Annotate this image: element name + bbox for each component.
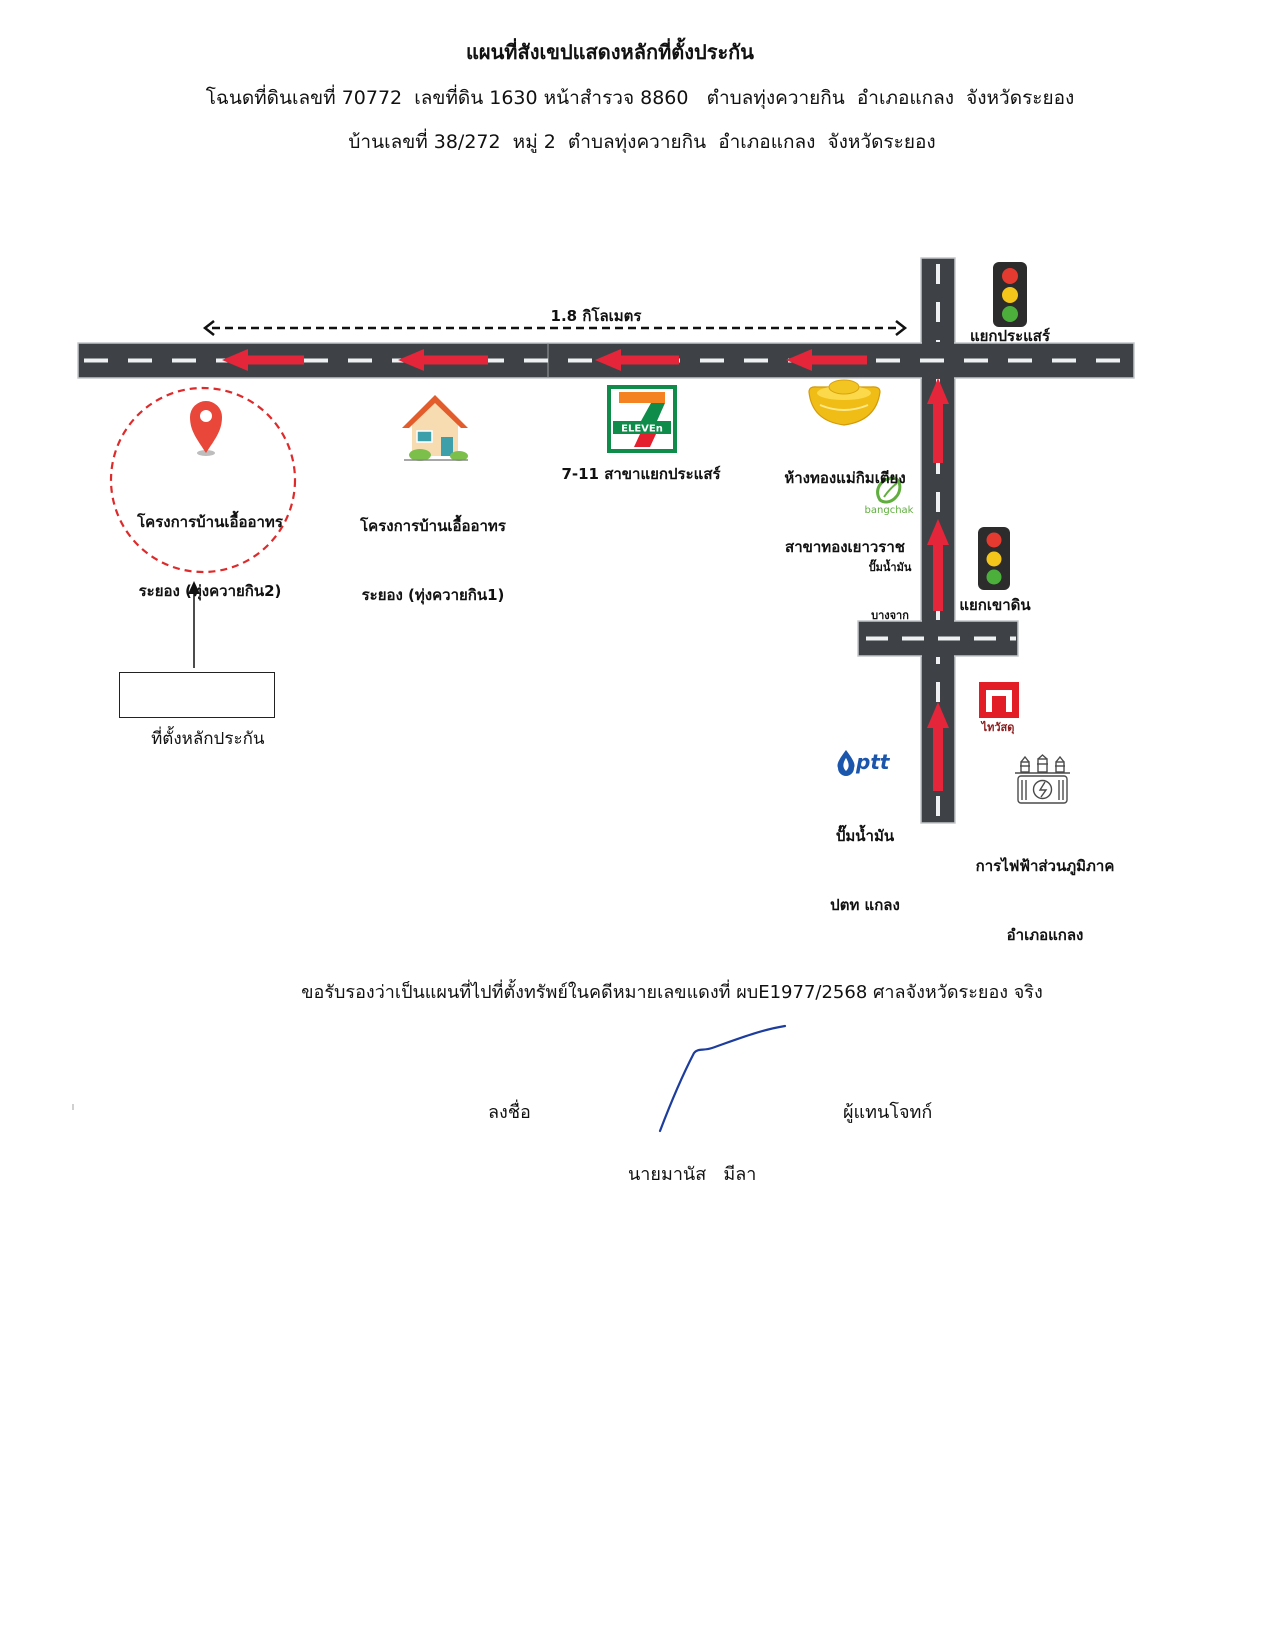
collateral-project-label-line2: ระยอง (ทุ่งควายกิน2): [138, 582, 282, 600]
green-light: [1002, 306, 1018, 322]
route-arrow-north: [927, 378, 949, 463]
seven-eleven-logo-text: ELEVEn: [621, 424, 663, 435]
signatory-role: ผู้แทนโจทก์: [843, 1102, 933, 1123]
bangchak-station-label-line2: บางจาก: [871, 609, 909, 622]
callout-pointer-arrow: [188, 581, 200, 668]
ptt-station-label: ปั๊มน้ำมัน ปตท แกลง: [830, 779, 900, 963]
red-light: [986, 532, 1002, 548]
certification-statement: ขอรับรองว่าเป็นแผนที่ไปที่ตั้งทรัพย์ในคด…: [301, 982, 1043, 1003]
dimension-arrowhead-right: [895, 320, 908, 336]
signature: [658, 1024, 787, 1133]
ptt-station-label-line1: ปั๊มน้ำมัน: [835, 827, 895, 845]
gold-ingot-icon: [808, 379, 881, 426]
thai-watsadu-logo: [979, 682, 1019, 718]
gold-shop-label-line2: สาขาทองเยาวราช: [785, 538, 905, 556]
pea-office-label: การไฟฟ้าส่วนภูมิภาค อำเภอแกลง: [976, 809, 1115, 993]
route-arrow-north: [927, 702, 949, 791]
traffic-light-icon: [978, 527, 1010, 590]
seven-eleven-logo: ELEVEn: [607, 385, 677, 453]
red-light: [1002, 268, 1018, 284]
sign-label: ลงชื่อ: [488, 1102, 531, 1123]
gold-shop-label-line1: ห้างทองแม่กิมเตียง: [784, 469, 906, 487]
dimension-arrowhead-left: [202, 320, 215, 336]
power-substation-icon: [1015, 754, 1070, 804]
gold-shop-label: ห้างทองแม่กิมเตียง สาขาทองเยาวราช: [784, 421, 905, 605]
yellow-light: [986, 551, 1002, 567]
location-pin-icon: [190, 401, 222, 456]
housing-project-1-label-line1: โครงการบ้านเอื้ออาทร: [360, 517, 506, 535]
map-title: แผนที่สังเขปแสดงหลักที่ตั้งประกัน: [466, 40, 754, 64]
thai-watsadu-label: ไทวัสดุ: [981, 721, 1015, 734]
housing-project-1-label-line2: ระยอง (ทุ่งควายกิน1): [361, 586, 505, 604]
traffic-light-icon: [993, 262, 1027, 327]
pea-office-label-line2: อำเภอแกลง: [1006, 926, 1084, 944]
green-light: [986, 569, 1002, 585]
collateral-location-box: ที่ตั้งหลักประกัน: [119, 672, 275, 749]
pea-office-label-line1: การไฟฟ้าส่วนภูมิภาค: [975, 857, 1115, 875]
khao-din-intersection-label: แยกเขาดิน: [959, 596, 1031, 614]
collateral-project-label-line1: โครงการบ้านเอื้ออาทร: [137, 513, 283, 531]
land-deed-line: โฉนดที่ดินเลขที่ 70772 เลขที่ดิน 1630 หน…: [205, 87, 1075, 109]
seven-eleven-label: 7-11 สาขาแยกประแสร์: [561, 465, 721, 483]
distance-dimension-line: [202, 320, 908, 336]
collateral-project-label: โครงการบ้านเอื้ออาทร ระยอง (ทุ่งควายกิน2…: [137, 465, 283, 649]
route-arrow-west: [595, 349, 679, 371]
distance-label: 1.8 กิโลเมตร: [550, 307, 642, 325]
route-arrow-west: [786, 349, 867, 371]
cross-road-khao-din: [857, 620, 1019, 657]
bangchak-station-label-line1: ปั๊มน้ำมัน: [868, 561, 912, 574]
signatory-name: นายมานัส มีลา: [628, 1164, 757, 1185]
ptt-logo: ptt: [837, 750, 891, 776]
route-arrow-west: [222, 349, 304, 371]
route-arrow-north: [927, 519, 949, 611]
prasae-intersection-label: แยกประแสร์: [969, 327, 1051, 345]
housing-project-1-label: โครงการบ้านเอื้ออาทร ระยอง (ทุ่งควายกิน1…: [360, 469, 506, 653]
house-icon: [402, 395, 468, 461]
route-arrow-west: [398, 349, 488, 371]
bangchak-station-label: ปั๊มน้ำมัน บางจาก: [869, 528, 912, 656]
yellow-light: [1002, 287, 1018, 303]
bangchak-logo-text: bangchak: [865, 505, 914, 516]
collateral-boundary-circle: [109, 386, 297, 574]
ptt-logo-text: ptt: [855, 750, 891, 774]
house-address-line: บ้านเลขที่ 38/272 หมู่ 2 ตำบลทุ่งควายกิน…: [348, 131, 936, 153]
collateral-location-label: ที่ตั้งหลักประกัน: [151, 729, 265, 749]
ptt-station-label-line2: ปตท แกลง: [830, 896, 900, 914]
bangchak-logo: bangchak: [865, 476, 914, 516]
